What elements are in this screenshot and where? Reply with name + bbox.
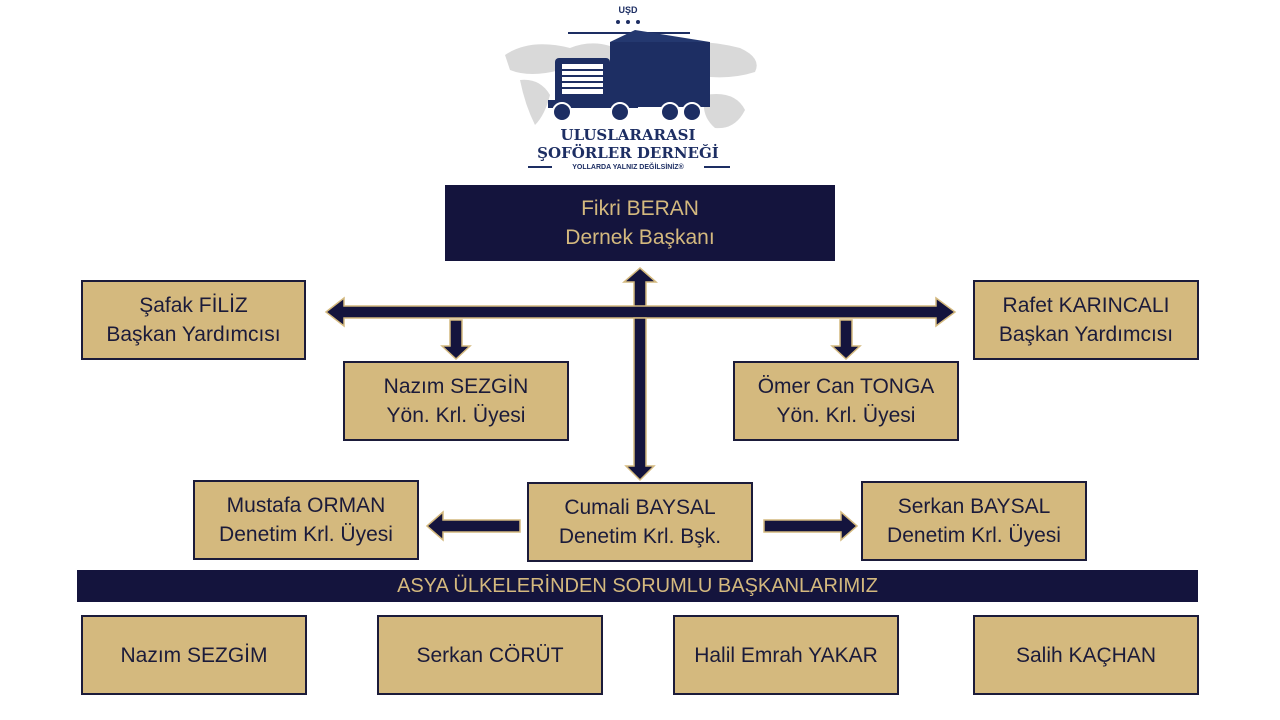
logo-line1: ULUSLARARASI (561, 126, 696, 144)
asia-president-box: Serkan CÖRÜT (377, 615, 603, 695)
arrow-horizontal-vice (324, 296, 957, 328)
asia-president-name: Halil Emrah YAKAR (694, 643, 878, 667)
audit-right-box: Serkan BAYSAL Denetim Krl. Üyesi (861, 481, 1087, 561)
logo-line2: ŞOFÖRLER DERNEĞİ (537, 143, 719, 162)
arrow-up-to-president (622, 267, 658, 309)
vice-left-role: Başkan Yardımcısı (106, 323, 281, 346)
audit-right-role: Denetim Krl. Üyesi (887, 524, 1061, 547)
board-right-role: Yön. Krl. Üyesi (776, 404, 916, 427)
audit-left-name: Mustafa ORMAN (226, 494, 386, 517)
asia-president-name: Salih KAÇHAN (1015, 643, 1157, 667)
president-name: Fikri BERAN (581, 197, 699, 220)
arrow-down-to-audit (624, 317, 656, 482)
usd-logo: UŞD ULUSLARARASI ŞOFÖRLER DERNEĞİ YOLLAR… (505, 5, 757, 171)
president-box: Fikri BERAN Dernek Başkanı (445, 185, 835, 261)
asia-president-name: Nazım SEZGİM (120, 643, 268, 667)
audit-right-name: Serkan BAYSAL (897, 495, 1051, 518)
asia-president-box: Nazım SEZGİM (81, 615, 307, 695)
audit-left-box: Mustafa ORMAN Denetim Krl. Üyesi (193, 480, 419, 560)
vice-right-name: Rafet KARINCALI (1002, 294, 1170, 317)
asia-president-name: Serkan CÖRÜT (416, 643, 564, 667)
president-role: Dernek Başkanı (565, 226, 715, 249)
board-left-name: Nazım SEZGİN (383, 375, 529, 398)
arrow-down-board-left (440, 319, 472, 361)
logo-slogan: YOLLARDA YALNIZ DEĞİLSİNİZ® (572, 162, 684, 171)
board-right-name: Ömer Can TONGA (757, 375, 935, 398)
asia-banner: ASYA ÜLKELERİNDEN SORUMLU BAŞKANLARIMIZ (77, 570, 1198, 602)
board-right-box: Ömer Can TONGA Yön. Krl. Üyesi (733, 361, 959, 441)
asia-president-box: Halil Emrah YAKAR (673, 615, 899, 695)
audit-chair-box: Cumali BAYSAL Denetim Krl. Bşk. (527, 482, 753, 562)
audit-chair-name: Cumali BAYSAL (564, 496, 716, 519)
arrow-left-audit (425, 510, 521, 542)
vice-left-name: Şafak FİLİZ (139, 294, 248, 317)
board-left-role: Yön. Krl. Üyesi (386, 404, 526, 427)
vice-left-box: Şafak FİLİZ Başkan Yardımcısı (81, 280, 306, 360)
audit-left-role: Denetim Krl. Üyesi (219, 523, 393, 546)
asia-president-box: Salih KAÇHAN (973, 615, 1199, 695)
vice-right-role: Başkan Yardımcısı (998, 323, 1174, 346)
arrow-right-audit (763, 510, 859, 542)
arrow-down-board-right (830, 319, 862, 361)
logo-abbr: UŞD (618, 5, 638, 15)
board-left-box: Nazım SEZGİN Yön. Krl. Üyesi (343, 361, 569, 441)
vice-right-box: Rafet KARINCALI Başkan Yardımcısı (973, 280, 1199, 360)
audit-chair-role: Denetim Krl. Bşk. (558, 525, 722, 548)
